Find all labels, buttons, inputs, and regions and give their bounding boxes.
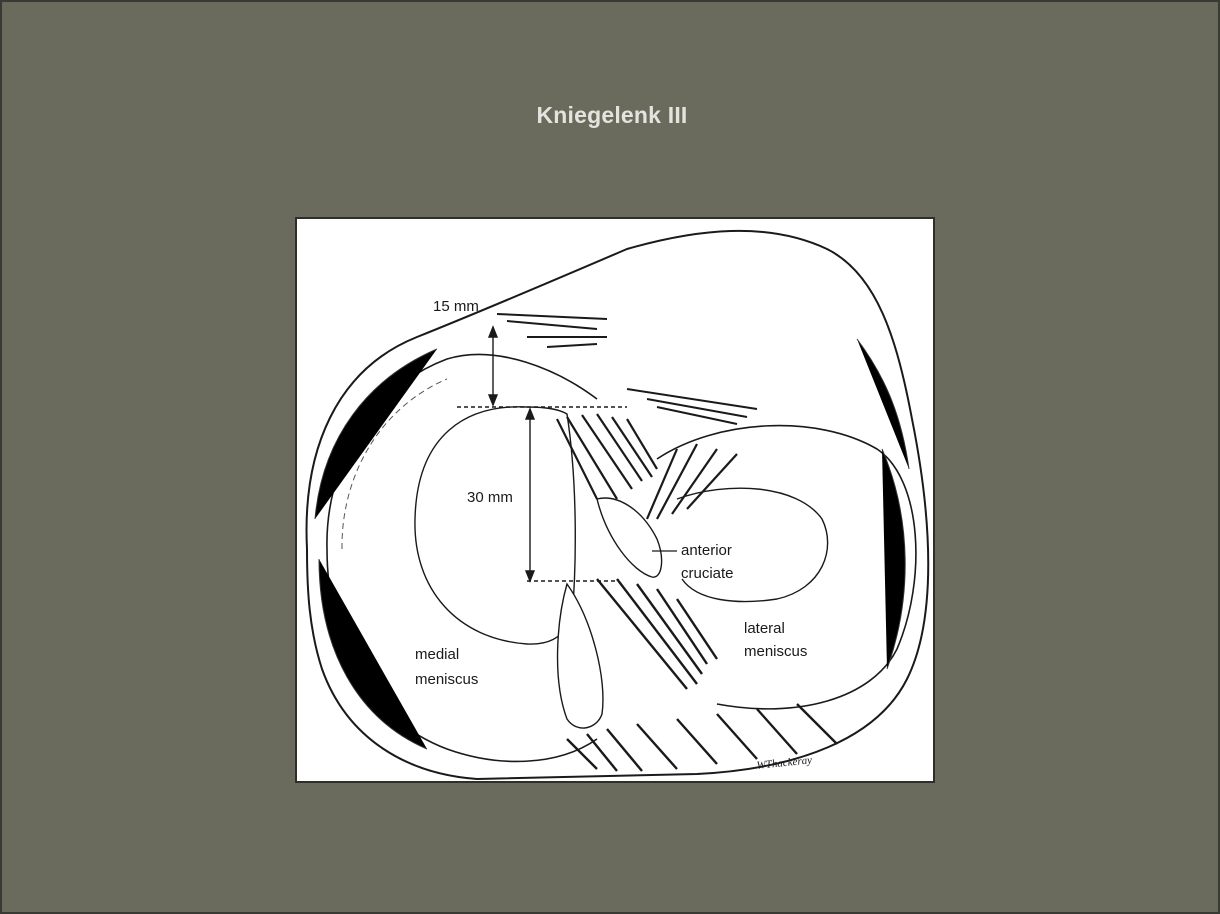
label-anterior: anterior — [681, 542, 732, 559]
label-lateral-meniscus: meniscus — [744, 643, 807, 660]
label-lateral: lateral — [744, 620, 785, 637]
label-15mm: 15 mm — [433, 298, 479, 315]
anatomy-drawing: 15 mm 30 mm anterior cruciate lateral me… — [297, 219, 933, 781]
label-medial: medial — [415, 646, 459, 663]
label-30mm: 30 mm — [467, 489, 513, 506]
label-medial-meniscus: meniscus — [415, 671, 478, 688]
slide-title: Kniegelenk III — [2, 102, 1220, 129]
label-cruciate: cruciate — [681, 565, 734, 582]
knee-meniscus-illustration: 15 mm 30 mm anterior cruciate lateral me… — [295, 217, 935, 783]
